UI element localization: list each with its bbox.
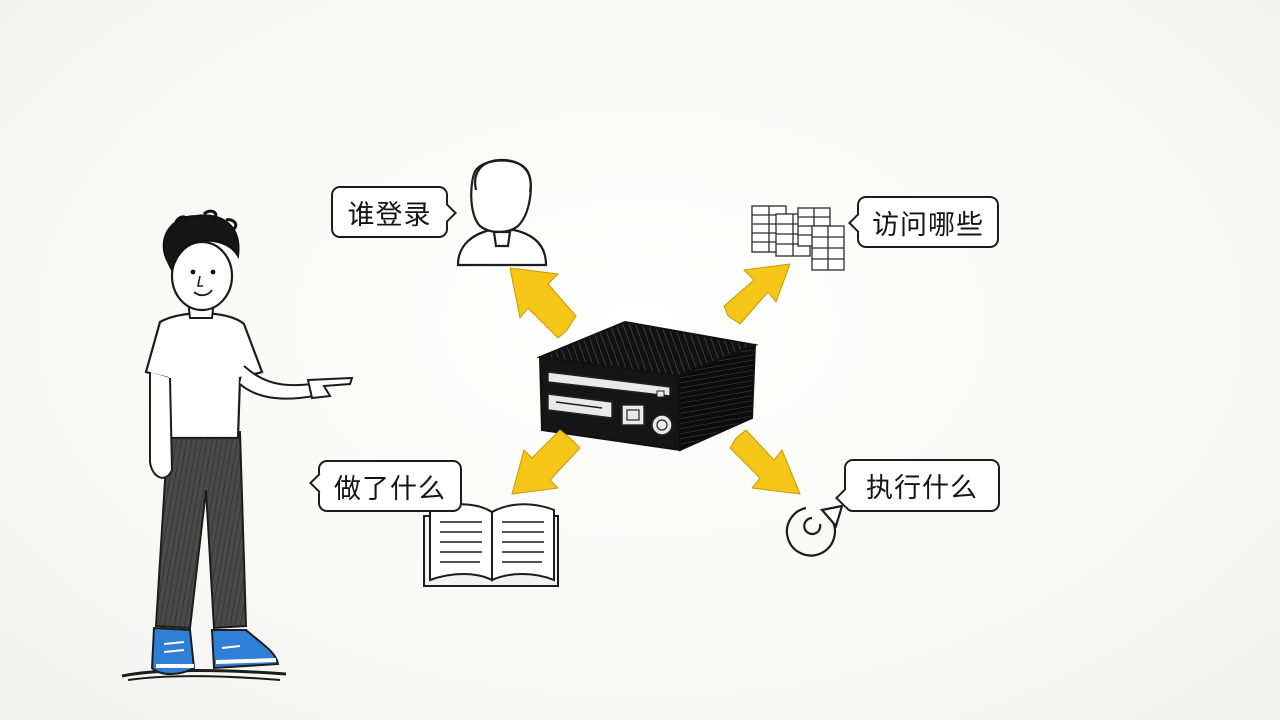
server-box-icon xyxy=(536,320,759,452)
person-pointing-icon xyxy=(121,209,354,681)
arrow-up-left-icon xyxy=(509,267,577,339)
label-who-logged-in-text: 谁登录 xyxy=(347,199,432,231)
label-what-accessed-text: 访问哪些 xyxy=(872,209,984,241)
data-table-icon xyxy=(751,205,845,271)
arrow-down-right-icon xyxy=(729,429,801,495)
open-book-icon xyxy=(423,503,559,587)
arrow-up-right-icon xyxy=(723,263,791,325)
label-what-executed: 执行什么 xyxy=(835,459,1000,512)
user-avatar-icon xyxy=(456,158,548,267)
label-what-done-text: 做了什么 xyxy=(334,473,446,505)
arrow-down-left-icon xyxy=(511,429,581,495)
label-who-logged-in: 谁登录 xyxy=(331,186,457,238)
label-what-accessed: 访问哪些 xyxy=(848,196,999,248)
label-what-executed-text: 执行什么 xyxy=(866,473,978,504)
label-what-done: 做了什么 xyxy=(309,460,462,512)
pie-chart-icon xyxy=(785,504,844,557)
